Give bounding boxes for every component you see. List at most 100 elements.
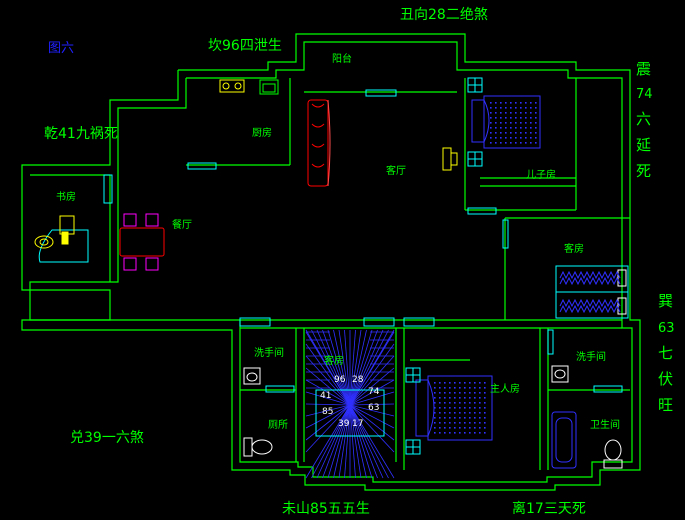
quilt-dot bbox=[515, 137, 517, 139]
quilt-dot bbox=[505, 132, 507, 134]
stair-number: 28 bbox=[352, 375, 364, 385]
quilt-dot bbox=[464, 407, 466, 409]
stair-line bbox=[349, 331, 395, 406]
quilt-dot bbox=[444, 392, 446, 394]
quilt-dot bbox=[505, 112, 507, 114]
quilt-dot bbox=[474, 427, 476, 429]
quilt-dot bbox=[530, 122, 532, 124]
guest-beds bbox=[555, 265, 629, 319]
stair-line bbox=[349, 404, 384, 479]
sector-right-upper-4: 延 bbox=[636, 136, 651, 154]
quilt-dot bbox=[464, 402, 466, 404]
quilt-dot bbox=[444, 387, 446, 389]
window-child bbox=[467, 207, 497, 215]
quilt-dot bbox=[459, 382, 461, 384]
quilt-dot bbox=[530, 137, 532, 139]
quilt-dot bbox=[459, 412, 461, 414]
quilt-dot bbox=[434, 402, 436, 404]
quilt-dot bbox=[454, 397, 456, 399]
dining-set bbox=[119, 213, 165, 271]
quilt-dot bbox=[505, 122, 507, 124]
quilt-dot bbox=[444, 412, 446, 414]
quilt-dot bbox=[490, 137, 492, 139]
stair-line bbox=[349, 404, 395, 417]
quilt-dot bbox=[500, 122, 502, 124]
labels: 图六 丑向28二绝煞 坎96四泄生 乾41九祸死 兑39一六煞 未山85五五生 … bbox=[44, 7, 675, 517]
stair-line bbox=[305, 343, 351, 406]
quilt-dot bbox=[479, 407, 481, 409]
stair-line bbox=[333, 404, 351, 479]
master-bed-quilt bbox=[434, 382, 486, 434]
sector-right-lower-3: 七 bbox=[658, 344, 673, 362]
stair-line bbox=[349, 329, 356, 406]
washroom-left-fixtures bbox=[243, 367, 261, 385]
quilt-dot bbox=[449, 392, 451, 394]
sector-right-lower-1: 巽 bbox=[658, 292, 673, 310]
quilt-dot bbox=[474, 397, 476, 399]
stair-number: 96 bbox=[334, 375, 346, 385]
bed-pattern bbox=[559, 276, 621, 286]
quilt-dot bbox=[444, 427, 446, 429]
quilt-dot bbox=[434, 392, 436, 394]
quilt-dot bbox=[484, 422, 486, 424]
stair-line bbox=[322, 329, 351, 406]
quilt-dot bbox=[520, 142, 522, 144]
window-study bbox=[103, 174, 113, 204]
stair-line bbox=[322, 404, 351, 479]
bed-pattern bbox=[559, 298, 621, 308]
quilt-dot bbox=[469, 412, 471, 414]
stair-line bbox=[349, 329, 378, 406]
quilt-dot bbox=[505, 107, 507, 109]
quilt-dot bbox=[520, 102, 522, 104]
quilt-dot bbox=[479, 427, 481, 429]
quilt-dot bbox=[500, 127, 502, 129]
quilt-dot bbox=[520, 132, 522, 134]
quilt-dot bbox=[434, 397, 436, 399]
quilt-dot bbox=[515, 142, 517, 144]
quilt-dot bbox=[449, 417, 451, 419]
stair-line bbox=[349, 404, 395, 453]
stair-line bbox=[338, 404, 351, 479]
quilt-dot bbox=[459, 407, 461, 409]
child-bed bbox=[471, 95, 541, 149]
window-guest bbox=[502, 219, 509, 249]
washroom-right-fixtures bbox=[551, 365, 569, 383]
quilt-dot bbox=[530, 142, 532, 144]
quilt-dot bbox=[469, 422, 471, 424]
quilt-dot bbox=[469, 432, 471, 434]
quilt-dot bbox=[469, 417, 471, 419]
stair-line bbox=[327, 329, 351, 406]
quilt-dot bbox=[464, 392, 466, 394]
quilt-dot bbox=[439, 407, 441, 409]
quilt-dot bbox=[479, 432, 481, 434]
quilt-dot bbox=[479, 402, 481, 404]
study-desk bbox=[34, 215, 89, 263]
quilt-dot bbox=[510, 107, 512, 109]
stair-line bbox=[349, 329, 373, 406]
quilt-dot bbox=[495, 132, 497, 134]
quilt-dot bbox=[469, 397, 471, 399]
window-toilet bbox=[265, 385, 295, 393]
dining-table bbox=[119, 227, 165, 257]
quilt-dot bbox=[474, 412, 476, 414]
bed-pattern bbox=[559, 304, 621, 314]
windows bbox=[103, 89, 623, 393]
quilt-dot bbox=[530, 132, 532, 134]
room-master: 主人房 bbox=[490, 382, 520, 395]
quilt-dot bbox=[520, 107, 522, 109]
quilt-dot bbox=[484, 397, 486, 399]
stair-line bbox=[305, 391, 351, 406]
quilt-dot bbox=[469, 407, 471, 409]
stair-line bbox=[327, 404, 351, 479]
chair-4 bbox=[145, 257, 159, 271]
sector-right-upper-1: 震 bbox=[636, 60, 651, 78]
stair-line bbox=[349, 403, 395, 406]
stair-number: 63 bbox=[368, 403, 379, 413]
quilt-dot bbox=[469, 392, 471, 394]
quilt-dot bbox=[515, 102, 517, 104]
stair-line bbox=[344, 404, 351, 479]
quilt-dot bbox=[439, 432, 441, 434]
stair-line bbox=[316, 404, 351, 479]
quilt-dot bbox=[520, 127, 522, 129]
sector-right-lower-5: 旺 bbox=[658, 396, 673, 414]
